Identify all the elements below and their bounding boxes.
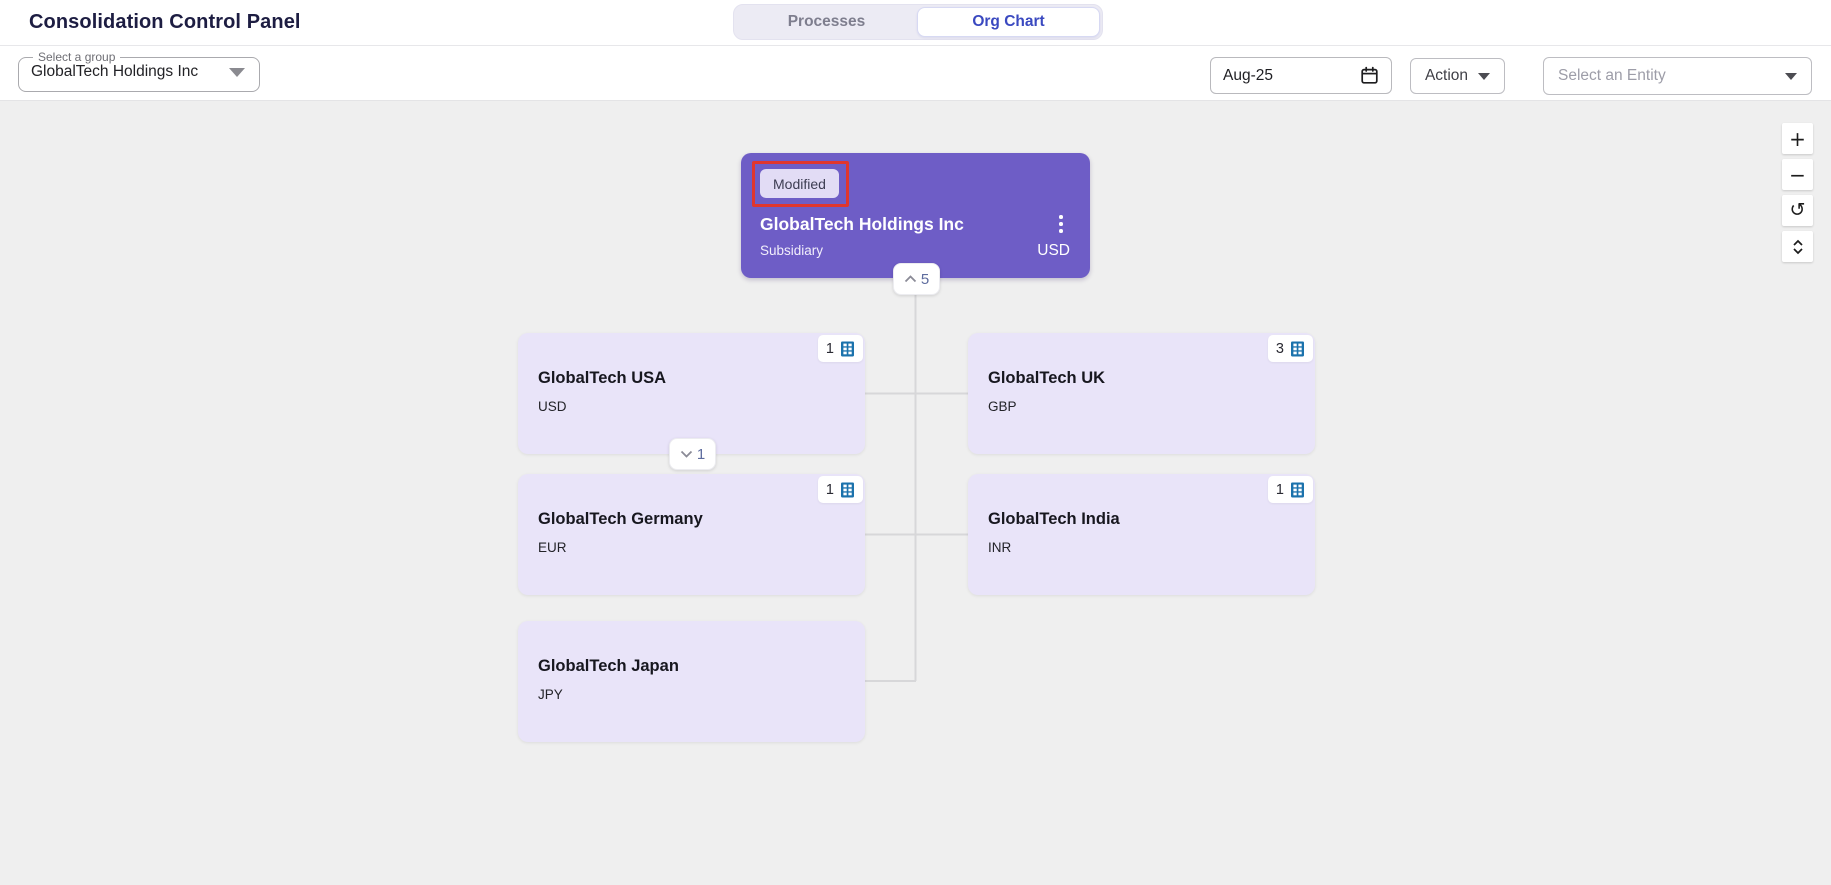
- collapse-button[interactable]: 5: [893, 263, 940, 295]
- header: Consolidation Control Panel Processes Or…: [0, 0, 1831, 46]
- collapse-count: 5: [920, 270, 930, 288]
- zoom-out-button[interactable]: −: [1782, 159, 1813, 190]
- action-label: Action: [1424, 67, 1469, 84]
- entity-count-badge[interactable]: 3: [1267, 335, 1313, 362]
- entity-count-badge[interactable]: 1: [817, 335, 863, 362]
- entity-node-india[interactable]: 1 GlobalTech India INR: [968, 474, 1315, 595]
- entity-count: 1: [1275, 481, 1284, 498]
- entity-currency: EUR: [538, 540, 567, 555]
- root-entity-node[interactable]: Modified GlobalTech Holdings Inc Subsidi…: [741, 153, 1090, 278]
- building-icon: [1291, 341, 1304, 356]
- chevron-down-icon: [680, 450, 692, 458]
- entity-currency: INR: [988, 540, 1012, 555]
- root-entity-name: GlobalTech Holdings Inc: [760, 214, 964, 234]
- action-button[interactable]: Action: [1410, 58, 1505, 94]
- entity-node-uk[interactable]: 3 GlobalTech UK GBP: [968, 333, 1315, 454]
- status-badge: Modified: [760, 169, 839, 198]
- group-select-value: GlobalTech Holdings Inc: [31, 63, 199, 80]
- tab-org-chart[interactable]: Org Chart: [917, 7, 1100, 37]
- building-icon: [1291, 482, 1304, 497]
- root-entity-type: Subsidiary: [760, 243, 824, 258]
- reset-view-button[interactable]: ↺: [1782, 195, 1813, 226]
- group-select-label: Select a group: [38, 50, 116, 64]
- calendar-icon[interactable]: [1360, 66, 1379, 85]
- page-title: Consolidation Control Panel: [29, 11, 301, 33]
- entity-select-dropdown[interactable]: Select an Entity: [1543, 57, 1812, 95]
- entity-currency: USD: [538, 399, 567, 414]
- entity-node-germany[interactable]: 1 GlobalTech Germany EUR: [518, 474, 865, 595]
- modified-highlight-box: [752, 161, 849, 207]
- entity-node-japan[interactable]: GlobalTech Japan JPY: [518, 621, 865, 742]
- org-chart-canvas[interactable]: Modified GlobalTech Holdings Inc Subsidi…: [0, 100, 1831, 885]
- fit-view-button[interactable]: [1782, 231, 1813, 262]
- entity-count-badge[interactable]: 1: [1267, 476, 1313, 503]
- plus-icon: +: [1789, 126, 1806, 151]
- entity-name: GlobalTech India: [988, 510, 1120, 528]
- entity-name: GlobalTech UK: [988, 369, 1106, 387]
- period-value: Aug-25: [1223, 66, 1273, 84]
- period-input[interactable]: Aug-25: [1210, 57, 1392, 94]
- zoom-in-button[interactable]: +: [1782, 123, 1813, 154]
- entity-count: 1: [825, 481, 834, 498]
- entity-name: GlobalTech Japan: [538, 657, 679, 675]
- chevron-down-icon: [1785, 72, 1797, 80]
- entity-count-badge[interactable]: 1: [817, 476, 863, 503]
- expand-button[interactable]: 1: [669, 438, 716, 470]
- view-tabs: Processes Org Chart: [733, 4, 1103, 40]
- entity-node-usa[interactable]: 1 GlobalTech USA USD: [518, 333, 865, 454]
- reset-icon: ↺: [1789, 199, 1806, 221]
- chevron-down-icon: [229, 67, 245, 77]
- entity-name: GlobalTech Germany: [538, 510, 703, 528]
- toolbar: Select a group GlobalTech Holdings Inc A…: [0, 46, 1831, 100]
- chevron-down-icon: [1478, 72, 1491, 80]
- entity-count: 3: [1275, 340, 1284, 357]
- group-select[interactable]: Select a group GlobalTech Holdings Inc: [18, 50, 260, 92]
- entity-name: GlobalTech USA: [538, 369, 667, 387]
- tab-processes[interactable]: Processes: [787, 13, 866, 30]
- entity-select-placeholder: Select an Entity: [1558, 67, 1666, 84]
- entity-currency: GBP: [988, 399, 1017, 414]
- connector-lines: [865, 278, 969, 682]
- expand-count: 1: [696, 445, 706, 463]
- entity-count: 1: [825, 340, 834, 357]
- kebab-menu-icon[interactable]: [1052, 210, 1070, 238]
- zoom-controls: + − ↺: [1782, 123, 1813, 262]
- unfold-icon: [1792, 239, 1803, 254]
- chevron-up-icon: [904, 275, 916, 283]
- minus-icon: −: [1789, 162, 1806, 187]
- entity-currency: JPY: [538, 687, 563, 702]
- building-icon: [841, 482, 854, 497]
- building-icon: [841, 341, 854, 356]
- root-entity-currency: USD: [1037, 242, 1070, 259]
